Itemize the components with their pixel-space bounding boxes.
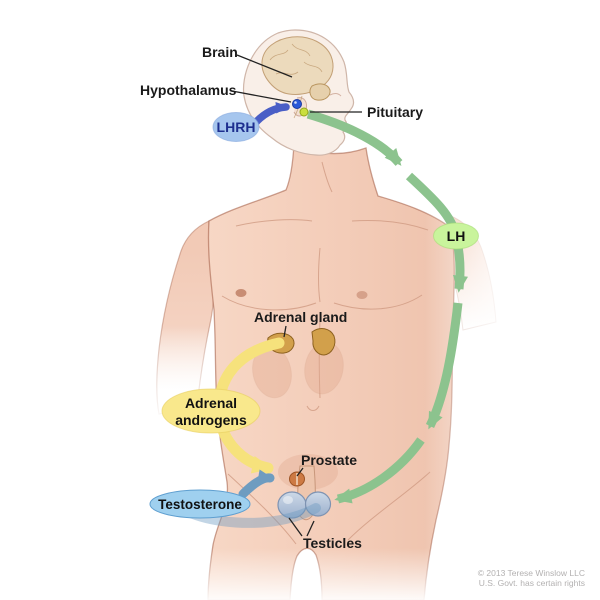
fade-left <box>106 320 208 582</box>
brain-organ <box>261 36 334 95</box>
torso-contour-lines <box>221 161 431 545</box>
lh-pill-label: LH <box>447 228 466 244</box>
hypothalamus-leader-line <box>231 90 292 103</box>
credit-line1: © 2013 Terese Winslow LLC <box>478 568 585 578</box>
lhrh-pill-label: LHRH <box>217 119 256 135</box>
pituitary-dot <box>299 107 309 117</box>
prostate-leader-line <box>296 467 304 477</box>
brain-leader-line <box>236 54 293 78</box>
cerebellum <box>309 83 331 101</box>
lh-arrow-seg4 <box>425 302 463 430</box>
fade-bottom <box>150 548 480 600</box>
abdominal-organs <box>252 328 344 399</box>
lh-arrow-seg1 <box>306 109 403 166</box>
lh-pill-shape <box>433 222 479 250</box>
pelvic-organs <box>277 454 338 521</box>
lhrh-pill: LHRH <box>212 112 260 142</box>
pituitary-label: Pituitary <box>367 104 423 120</box>
testicles-leader-line-2 <box>306 520 315 537</box>
right-nipple <box>356 291 368 299</box>
brain-label: Brain <box>202 44 238 60</box>
testosterone-pill-label: Testosterone <box>158 497 242 512</box>
left-nipple <box>235 289 247 297</box>
right-testicle <box>304 491 332 517</box>
adrenal-androgens-pill: Adrenal androgens <box>161 388 261 434</box>
lhrh-pill-shape <box>212 112 260 142</box>
testosterone-pill: Testosterone <box>149 489 251 519</box>
right-adrenal-gland <box>311 328 336 356</box>
adrenal-gland-leader-line <box>283 325 287 338</box>
prostate-label: Prostate <box>301 452 357 468</box>
eye-line <box>329 93 342 97</box>
testosterone-to-prostate-arrow <box>238 469 275 499</box>
lh-pill: LH <box>433 222 479 250</box>
adrenal-androgens-pill-label-line1: Adrenal <box>185 395 237 411</box>
credit: © 2013 Terese Winslow LLC U.S. Govt. has… <box>478 568 585 588</box>
hypothalamus-label: Hypothalamus <box>140 82 237 98</box>
hypothalamus-dot <box>292 99 302 109</box>
credit-line2: U.S. Govt. has certain rights <box>479 578 585 588</box>
body-illustration <box>156 29 497 600</box>
hypothalamus-dot-highlight <box>294 101 297 104</box>
adrenal-gland-label: Adrenal gland <box>254 309 347 325</box>
lh-arrow-seg5 <box>334 437 425 504</box>
testicle-highlight <box>283 496 293 504</box>
anatomy-labels: Brain Hypothalamus Pituitary Adrenal gla… <box>140 44 423 551</box>
testicles-leader-line-1 <box>288 517 303 537</box>
adrenal-androgens-pill-shape <box>161 388 261 434</box>
testosterone-pill-shape <box>149 489 251 519</box>
testicles-label: Testicles <box>303 535 362 551</box>
lh-pathway-arrow <box>306 109 468 504</box>
adrenal-androgens-pill-label-line2: androgens <box>175 412 247 428</box>
